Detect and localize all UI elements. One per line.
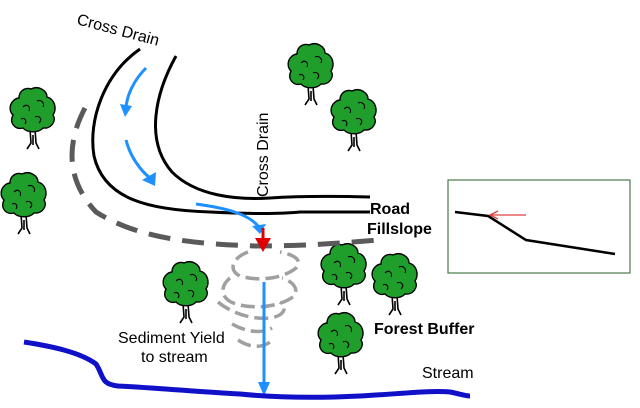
fillslope-label: Fillslope	[367, 221, 432, 238]
tree-icon	[0, 171, 47, 235]
cross-drain-label-vertical: Cross Drain	[255, 113, 272, 197]
flow-arrowhead	[120, 104, 132, 117]
cross-drain-label-top: Cross Drain	[75, 11, 161, 49]
to-stream-label: to stream	[141, 349, 208, 366]
stream-line	[23, 339, 471, 400]
flow-arrow	[124, 139, 151, 180]
sediment-plume	[216, 250, 301, 348]
stream-label: Stream	[422, 365, 474, 382]
sediment-flow-arrowhead	[258, 382, 270, 396]
road-profile-inset	[447, 179, 631, 274]
road-label: Road	[370, 201, 410, 218]
tree-icon	[287, 42, 334, 106]
tree-icon	[162, 260, 209, 324]
tree-icon	[371, 252, 418, 316]
road-outer-edge	[91, 47, 370, 215]
tree-icon	[317, 311, 364, 375]
outlet-arrowhead	[255, 238, 271, 252]
fillslope-toe-line	[69, 106, 379, 249]
road-inner-edge	[154, 55, 371, 200]
flow-arrow	[195, 202, 260, 228]
sediment-yield-label: Sediment Yield	[118, 330, 225, 347]
tree-icon	[330, 88, 377, 152]
flow-arrowhead	[252, 224, 266, 234]
flow-arrowhead	[142, 172, 156, 186]
tree-icon	[320, 242, 367, 306]
tree-icon	[9, 86, 56, 150]
forest-buffer-label: Forest Buffer	[374, 321, 474, 338]
flow-arrow	[124, 66, 148, 111]
